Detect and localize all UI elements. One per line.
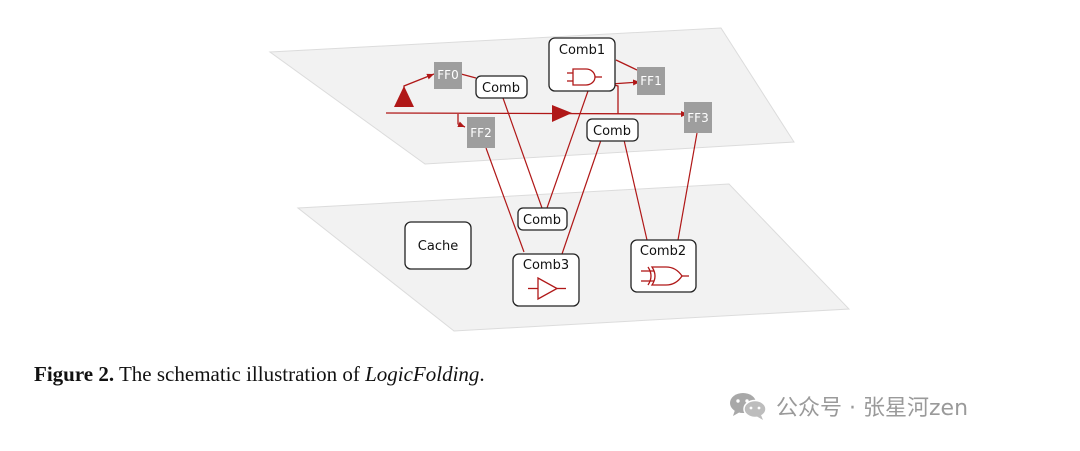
svg-text:Comb: Comb — [523, 213, 561, 228]
inter-layer-wires — [485, 90, 698, 255]
comb3-box: Comb3 — [512, 253, 580, 307]
caption-end: . — [479, 362, 485, 386]
buffer-triangle-icon — [552, 105, 572, 122]
svg-text:FF3: FF3 — [687, 111, 708, 125]
watermark-text: 公众号 · 张星河zen — [776, 396, 969, 421]
svg-text:Comb1: Comb1 — [559, 43, 605, 58]
top-plane — [268, 27, 795, 165]
triangle-source-icon — [394, 86, 414, 107]
and-gate-icon — [567, 68, 602, 86]
svg-text:FF2: FF2 — [470, 126, 491, 140]
wechat-icon — [730, 393, 767, 420]
buffer-gate-icon — [528, 276, 566, 301]
figure-label: Figure 2. — [34, 362, 115, 386]
ff3-box: FF3 — [684, 102, 712, 133]
comb-top-left-box: Comb — [475, 75, 528, 99]
svg-text:Comb: Comb — [482, 81, 520, 96]
svg-text:Comb3: Comb3 — [523, 258, 569, 273]
svg-text:FF0: FF0 — [437, 68, 458, 82]
svg-text:Comb2: Comb2 — [640, 244, 686, 259]
xor-gate-icon — [641, 266, 689, 286]
logic-folding-diagram: FF0 FF1 FF2 FF3 Comb Comb Comb1 Comb — [268, 27, 851, 332]
comb-bottom-middle-box: Comb — [517, 207, 568, 231]
ff1-box: FF1 — [637, 67, 665, 95]
svg-text:Comb: Comb — [593, 124, 631, 139]
figure-caption: Figure 2. The schematic illustration of … — [34, 362, 485, 387]
caption-text: The schematic illustration of — [118, 362, 360, 386]
comb1-box: Comb1 — [548, 37, 616, 92]
ff2-box: FF2 — [467, 117, 495, 148]
svg-text:Cache: Cache — [418, 239, 458, 254]
svg-text:FF1: FF1 — [640, 74, 661, 88]
watermark: 公众号 · 张星河zen — [728, 390, 968, 422]
comb-top-right-box: Comb — [586, 118, 639, 142]
comb2-box: Comb2 — [630, 239, 697, 293]
ff0-box: FF0 — [434, 62, 462, 89]
caption-name: LogicFolding — [365, 362, 480, 386]
cache-box: Cache — [404, 221, 472, 270]
